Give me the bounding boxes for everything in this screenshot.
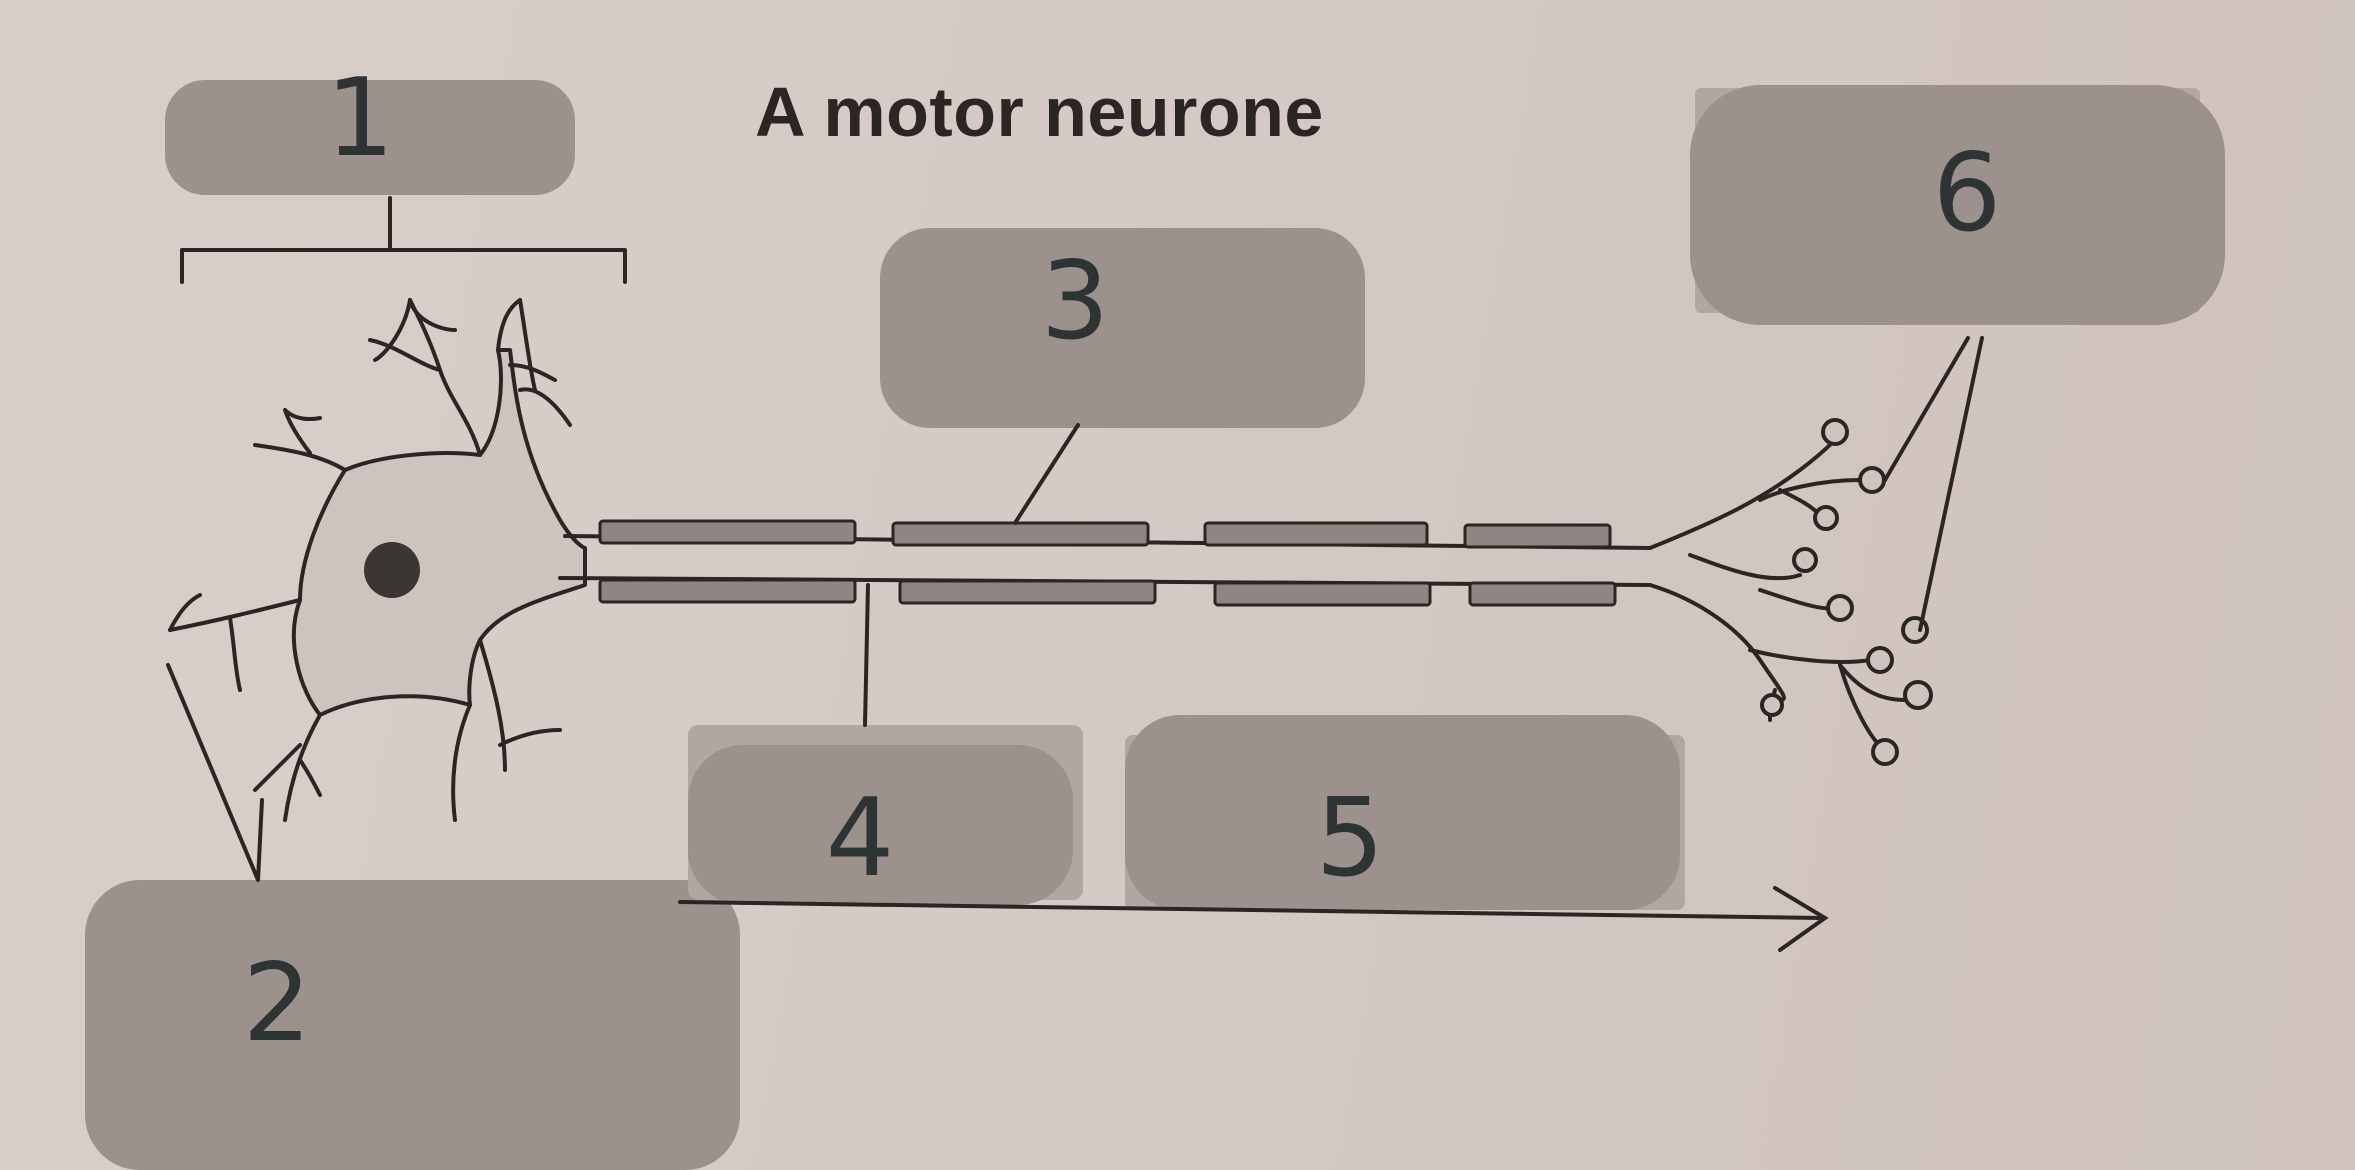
axon-terminal [1648, 583, 1786, 702]
myelin-sheath [598, 519, 1617, 607]
nucleus [364, 542, 420, 598]
dendrite [408, 298, 482, 457]
axon-terminal [1748, 648, 1872, 664]
cell-body [291, 348, 587, 717]
myelin-segment [598, 578, 857, 604]
label-2: 2 [242, 941, 312, 1066]
terminal-knob [1813, 505, 1839, 531]
label-3-pointer [1013, 423, 1080, 525]
label-6: 6 [1932, 131, 2002, 256]
dendrite [518, 387, 572, 427]
axon-terminal [1758, 588, 1832, 611]
axon-terminal [1648, 438, 1837, 550]
dendrite [253, 743, 302, 792]
dendrite [478, 638, 507, 772]
label-3-cover [880, 228, 1365, 428]
terminal-knob [1871, 738, 1899, 766]
dendrite [498, 728, 562, 747]
terminal-knob [1760, 693, 1784, 717]
label-6-pointer-b [1918, 336, 1984, 632]
terminal-knob [1821, 418, 1849, 446]
cell-body-bracket [180, 248, 627, 284]
terminal-knob [1792, 547, 1818, 573]
impulse-arrow-line [678, 900, 1822, 920]
dendrite [408, 298, 457, 332]
dendrite [228, 616, 242, 692]
label-4-cover-inner [688, 745, 1073, 905]
label-2-cover [85, 880, 740, 1170]
dendrite [168, 598, 302, 632]
terminal-knob [1866, 646, 1894, 674]
label-6-cover [1690, 85, 2225, 325]
dendrite [496, 298, 522, 352]
label-cover-boxes [85, 80, 2225, 1170]
label-3: 3 [1040, 239, 1110, 364]
diagram-title: A motor neurone [755, 73, 1324, 151]
axon-terminal [1778, 488, 1822, 517]
terminal-knobs [1760, 418, 1933, 766]
axon-terminal [1838, 663, 1887, 752]
label-5-cover-inner [1125, 715, 1680, 910]
terminal-knob [1903, 680, 1933, 710]
myelin-segment [898, 579, 1157, 605]
dendrite [168, 593, 202, 632]
label-2-pointer [166, 663, 264, 882]
axon-terminal [1838, 663, 1907, 702]
dendrite [518, 298, 537, 392]
impulse-arrow-head [1773, 886, 1829, 952]
label-4-pointer [863, 583, 870, 727]
label-1: 1 [325, 56, 395, 181]
label-1-cover [165, 80, 575, 195]
dendrite [283, 408, 322, 421]
label-5: 5 [1315, 776, 1385, 901]
dendrite [283, 713, 322, 822]
label-4: 4 [825, 776, 895, 901]
myelin-segment [1203, 521, 1429, 547]
dendrite [508, 363, 557, 382]
myelin-segment [1213, 581, 1432, 607]
dendrite [253, 443, 347, 472]
terminal-knob [1826, 594, 1854, 622]
axon-terminal [1688, 553, 1802, 581]
terminal-knob [1858, 466, 1886, 494]
myelin-segment [891, 521, 1150, 547]
dendrite [368, 338, 442, 372]
pointer-lines [678, 336, 1984, 952]
myelin-segment [598, 519, 857, 545]
dendrite [451, 703, 472, 822]
myelin-segment [1468, 581, 1617, 607]
axon-terminal [1758, 478, 1862, 502]
label-6-pointer-a [1883, 336, 1970, 482]
dendrite [298, 758, 322, 797]
dendrite [373, 298, 412, 362]
myelin-segment [1463, 523, 1612, 549]
